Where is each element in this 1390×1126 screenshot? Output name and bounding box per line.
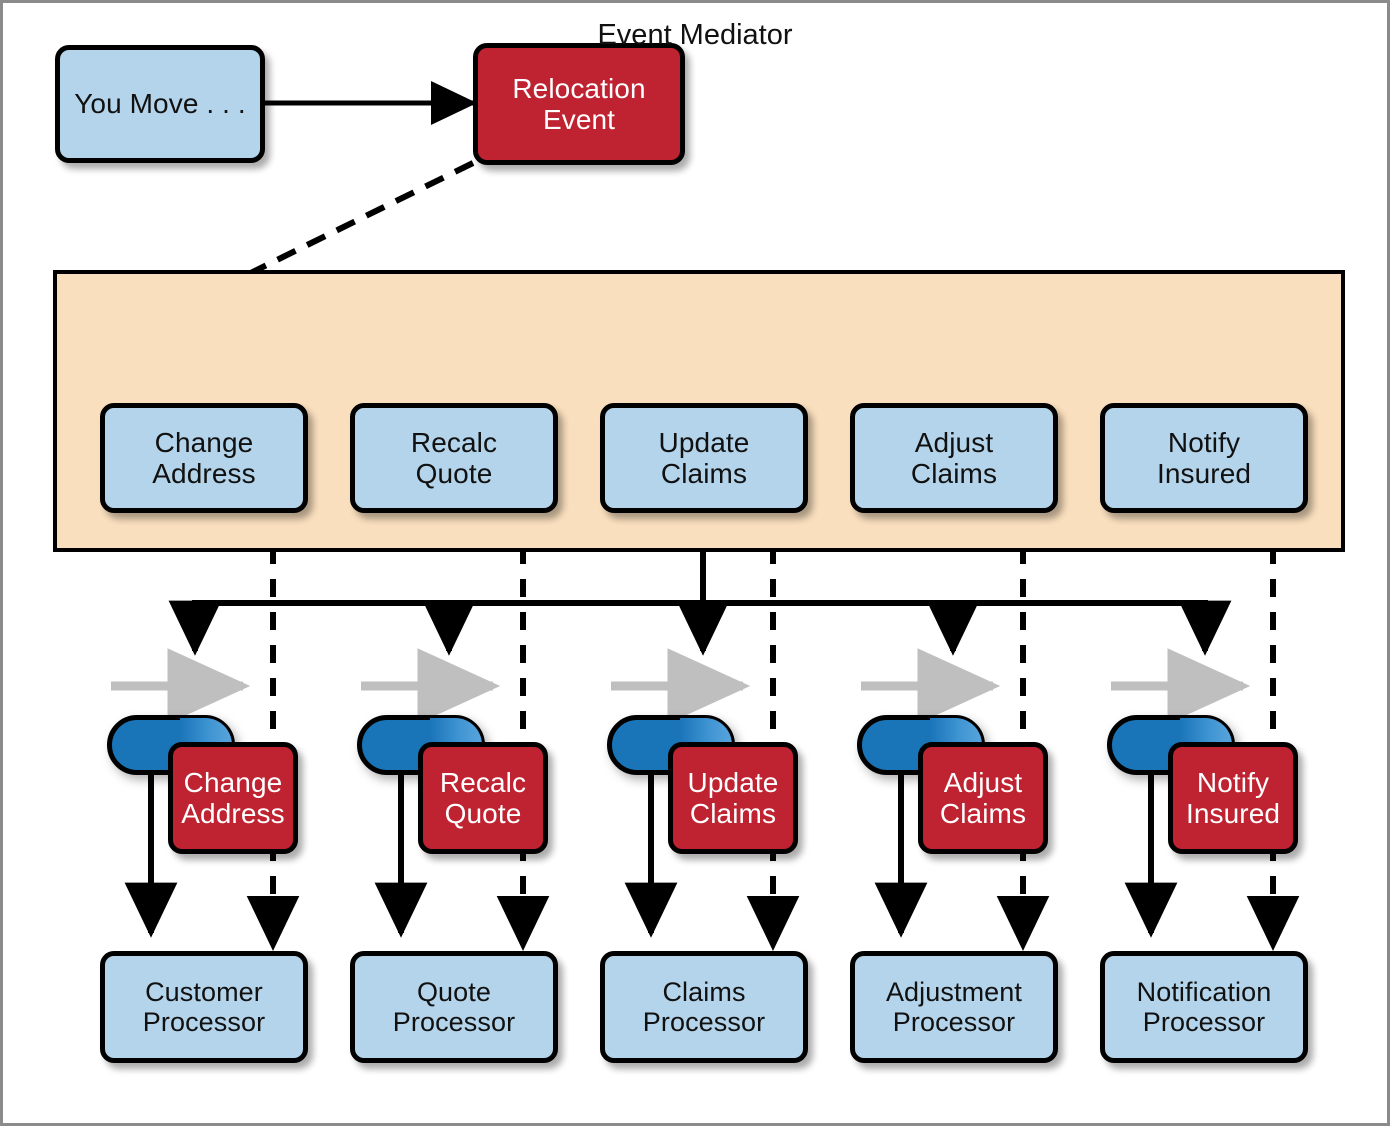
- mediator-step-change-address[interactable]: Change Address: [100, 403, 308, 513]
- channel-event-recalc-quote[interactable]: Recalc Quote: [418, 742, 548, 854]
- mediator-step-recalc-quote[interactable]: Recalc Quote: [350, 403, 558, 513]
- channel-event-notify-insured[interactable]: Notify Insured: [1168, 742, 1298, 854]
- channel-event-label: Update Claims: [687, 766, 779, 829]
- processor-claims[interactable]: Claims Processor: [600, 951, 808, 1063]
- mediator-step-label: Change Address: [152, 426, 256, 489]
- mediator-step-label: Notify Insured: [1156, 426, 1252, 489]
- processor-notification[interactable]: Notification Processor: [1100, 951, 1308, 1063]
- processor-quote[interactable]: Quote Processor: [350, 951, 558, 1063]
- processor-label: Customer Processor: [142, 976, 266, 1037]
- event-mediator-title: Event Mediator: [597, 19, 793, 51]
- node-relocation-event-label: Relocation Event: [512, 72, 646, 135]
- channel-event-label: Adjust Claims: [939, 766, 1027, 829]
- processor-label: Notification Processor: [1136, 976, 1272, 1037]
- channel-event-update-claims[interactable]: Update Claims: [668, 742, 798, 854]
- processor-adjustment[interactable]: Adjustment Processor: [850, 951, 1058, 1063]
- mediator-step-adjust-claims[interactable]: Adjust Claims: [850, 403, 1058, 513]
- channel-event-label: Change Address: [181, 766, 285, 829]
- processor-customer[interactable]: Customer Processor: [100, 951, 308, 1063]
- channel-event-adjust-claims[interactable]: Adjust Claims: [918, 742, 1048, 854]
- node-you-move[interactable]: You Move . . .: [55, 45, 265, 163]
- node-you-move-label: You Move . . .: [74, 88, 246, 120]
- mediator-step-label: Update Claims: [658, 426, 750, 489]
- mediator-step-update-claims[interactable]: Update Claims: [600, 403, 808, 513]
- mediator-step-label: Recalc Quote: [410, 426, 498, 489]
- mediator-step-notify-insured[interactable]: Notify Insured: [1100, 403, 1308, 513]
- mediator-step-label: Adjust Claims: [910, 426, 998, 489]
- processor-label: Claims Processor: [642, 976, 766, 1037]
- processor-label: Adjustment Processor: [885, 976, 1023, 1037]
- channel-event-change-address[interactable]: Change Address: [168, 742, 298, 854]
- processor-label: Quote Processor: [392, 976, 516, 1037]
- channel-event-label: Recalc Quote: [439, 766, 527, 829]
- node-relocation-event[interactable]: Relocation Event: [473, 43, 685, 165]
- channel-event-label: Notify Insured: [1185, 766, 1281, 829]
